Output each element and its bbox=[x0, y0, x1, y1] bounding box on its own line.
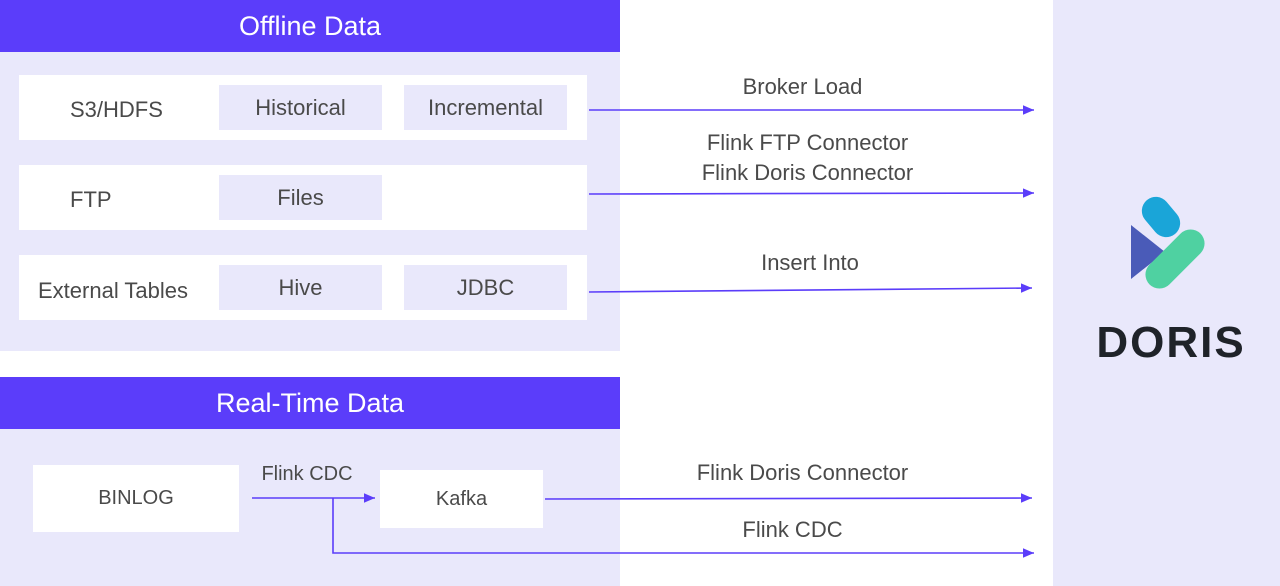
ftp-arrow bbox=[588, 188, 1035, 198]
hive-chip: Hive bbox=[219, 265, 382, 310]
s3-hdfs-label: S3/HDFS bbox=[70, 97, 163, 122]
flink-cdc-arrow bbox=[332, 498, 1034, 558]
external-tables-label: External Tables bbox=[38, 278, 189, 303]
doris-logo-icon bbox=[1131, 196, 1205, 289]
realtime-data-header: Real-Time Data bbox=[0, 377, 620, 429]
broker-load-label: Broker Load bbox=[742, 74, 863, 99]
doris-panel bbox=[1053, 0, 1280, 586]
doris-logo-text: DORIS bbox=[1096, 318, 1246, 367]
flink-cdc-small-label: Flink CDC bbox=[261, 463, 353, 485]
kafka-to-doris-arrow bbox=[544, 493, 1033, 503]
insert-into-arrow bbox=[588, 283, 1033, 293]
flink-doris-connector-label-1: Flink Doris Connector bbox=[701, 160, 914, 185]
ftp-label: FTP bbox=[70, 187, 112, 212]
jdbc-chip: JDBC bbox=[404, 265, 567, 310]
flink-doris-connector-label-2: Flink Doris Connector bbox=[696, 460, 909, 485]
flink-cdc-label: Flink CDC bbox=[742, 517, 843, 542]
insert-into-label: Insert Into bbox=[761, 250, 859, 275]
incremental-chip: Incremental bbox=[404, 85, 567, 130]
historical-chip: Historical bbox=[219, 85, 382, 130]
binlog-box: BINLOG bbox=[33, 465, 239, 532]
offline-data-header: Offline Data bbox=[0, 0, 620, 52]
files-chip: Files bbox=[219, 175, 382, 220]
kafka-box: Kafka bbox=[380, 470, 543, 528]
flink-ftp-connector-label: Flink FTP Connector bbox=[706, 130, 909, 155]
